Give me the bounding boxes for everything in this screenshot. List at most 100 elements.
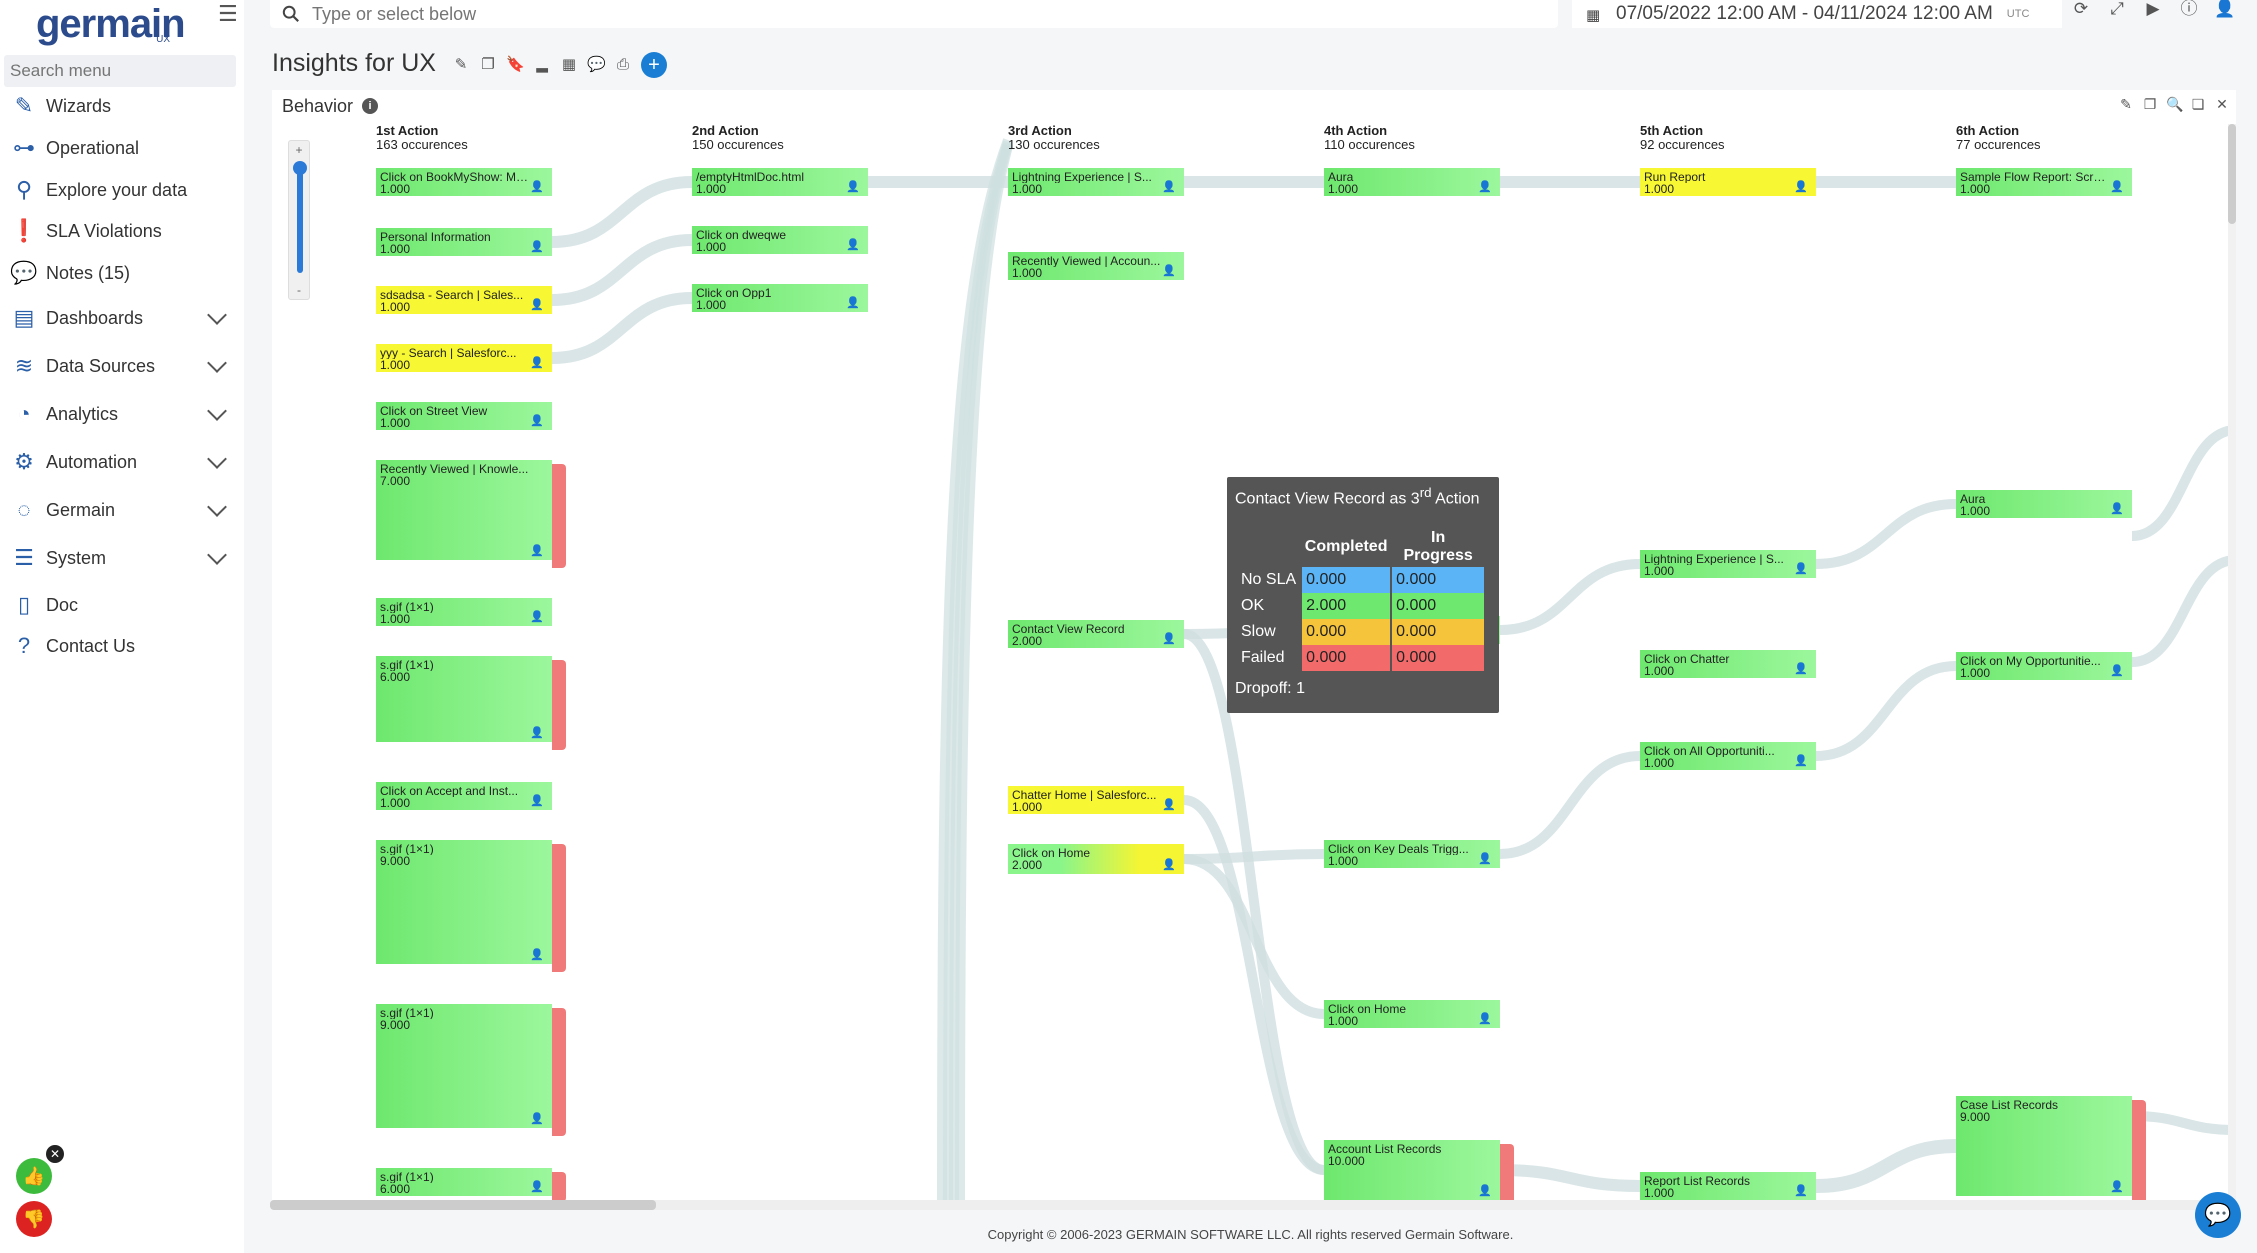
- close-icon[interactable]: ✕: [2216, 96, 2228, 112]
- sidebar-item-8[interactable]: ⚙Automation: [0, 444, 244, 480]
- flow-link: [1182, 629, 1326, 1175]
- calendar-icon[interactable]: ▦: [561, 56, 577, 73]
- sidebar-item-3[interactable]: ❗SLA Violations: [0, 213, 244, 249]
- failed-bar: [552, 660, 566, 750]
- zoom-handle[interactable]: [293, 161, 307, 175]
- sidebar-item-6[interactable]: ≋Data Sources: [0, 348, 244, 384]
- flow-node[interactable]: Click on All Opportuniti...1.000👤: [1640, 742, 1816, 770]
- logo-sub: UX: [156, 34, 170, 45]
- node-value: 1.000: [380, 300, 411, 314]
- vertical-scroll-thumb[interactable]: [2228, 124, 2236, 224]
- flow-node[interactable]: s.gif (1×1)9.000👤: [376, 840, 552, 964]
- chevron-down-icon[interactable]: [207, 449, 227, 469]
- sidebar-item-0[interactable]: ✎Wizards: [0, 88, 244, 124]
- flow-node[interactable]: s.gif (1×1)9.000👤: [376, 1004, 552, 1128]
- horizontal-scroll-thumb[interactable]: [270, 1200, 656, 1210]
- sidebar-item-2[interactable]: ⚲Explore your data: [0, 172, 244, 208]
- sidebar-item-9[interactable]: ◌Germain: [0, 492, 244, 528]
- play-icon[interactable]: ▶: [2146, 0, 2160, 18]
- chevron-down-icon[interactable]: [207, 401, 227, 421]
- alert-icon: ❗: [10, 218, 38, 243]
- flow-node[interactable]: Click on BookMyShow: Mo...1.000👤: [376, 168, 552, 196]
- flow-node[interactable]: sdsadsa - Search | Sales...1.000👤: [376, 286, 552, 314]
- flow-node[interactable]: Recently Viewed | Accoun...1.000👤: [1008, 252, 1184, 280]
- edit-icon[interactable]: ✎: [2120, 96, 2132, 112]
- copy-icon[interactable]: ❐: [481, 56, 495, 73]
- flow-node[interactable]: yyy - Search | Salesforc...1.000👤: [376, 344, 552, 372]
- edit-icon[interactable]: ✎: [454, 56, 468, 73]
- flow-node[interactable]: Click on Key Deals Trigg...1.000👤: [1324, 840, 1500, 868]
- chevron-down-icon[interactable]: [207, 353, 227, 373]
- sidebar-item-label: Germain: [46, 499, 116, 520]
- user-icon: 👤: [530, 611, 544, 623]
- user-icon: 👤: [1162, 859, 1176, 871]
- sidebar-item-10[interactable]: ☰System: [0, 540, 244, 576]
- logo[interactable]: germain UX: [36, 0, 186, 52]
- zoom-icon[interactable]: 🔍: [2166, 96, 2184, 112]
- flow-node[interactable]: Chatter Home | Salesforc...1.000👤: [1008, 786, 1184, 814]
- copy-icon[interactable]: ❐: [2143, 96, 2157, 112]
- close-icon[interactable]: ✕: [46, 1145, 64, 1163]
- sidebar-item-12[interactable]: ?Contact Us: [0, 628, 244, 664]
- fullscreen-icon[interactable]: ⤢: [2110, 0, 2124, 18]
- sidebar-item-1[interactable]: ⊶Operational: [0, 130, 244, 166]
- refresh-icon[interactable]: ⟳: [2073, 0, 2089, 18]
- top-search-bar[interactable]: [270, 0, 1558, 28]
- flow-node[interactable]: Lightning Experience | S...1.000👤: [1008, 168, 1184, 196]
- window-icon[interactable]: ❏: [2191, 96, 2205, 112]
- zoom-in-icon[interactable]: +: [295, 143, 303, 157]
- top-search-input[interactable]: [312, 3, 1512, 25]
- info-icon[interactable]: ⓘ: [2180, 0, 2198, 18]
- signal-icon[interactable]: ▂: [536, 56, 548, 73]
- flow-node[interactable]: Click on My Opportunitie...1.000👤: [1956, 652, 2132, 680]
- info-icon[interactable]: i: [362, 98, 378, 114]
- comment-icon[interactable]: 💬: [587, 56, 606, 73]
- flow-node[interactable]: Lightning Experience | S...1.000👤: [1640, 550, 1816, 578]
- flow-node[interactable]: Sample Flow Report: Scre...1.000👤: [1956, 168, 2132, 196]
- date-range-picker[interactable]: ▦ 07/05/2022 12:00 AM - 04/11/2024 12:00…: [1572, 0, 2062, 28]
- zoom-out-icon[interactable]: -: [297, 283, 301, 297]
- flow-node[interactable]: s.gif (1×1)6.000👤: [376, 1168, 552, 1196]
- flow-node[interactable]: Click on Accept and Inst...1.000👤: [376, 782, 552, 810]
- horizontal-scrollbar[interactable]: [270, 1200, 2230, 1210]
- vertical-scrollbar[interactable]: [2228, 124, 2236, 1200]
- sidebar-item-4[interactable]: 💬Notes (15): [0, 255, 244, 291]
- flow-node[interactable]: s.gif (1×1)1.000👤: [376, 598, 552, 626]
- zoom-slider[interactable]: + -: [288, 140, 310, 300]
- bookmark-icon[interactable]: 🔖: [506, 56, 525, 73]
- chevron-down-icon[interactable]: [207, 497, 227, 517]
- sidebar-item-7[interactable]: ◔Analytics: [0, 396, 244, 432]
- thumbs-up-icon[interactable]: 👍: [16, 1158, 52, 1194]
- flow-node[interactable]: Recently Viewed | Knowle...7.000👤: [376, 460, 552, 560]
- chevron-down-icon[interactable]: [207, 545, 227, 565]
- node-value: 9.000: [1960, 1110, 1991, 1124]
- chevron-down-icon[interactable]: [207, 305, 227, 325]
- user-icon[interactable]: 👤: [2214, 0, 2236, 18]
- thumbs-down-icon[interactable]: 👎: [16, 1201, 52, 1237]
- sidebar-item-11[interactable]: ▯Doc: [0, 587, 244, 623]
- flow-node[interactable]: s.gif (1×1)6.000👤: [376, 656, 552, 742]
- add-button[interactable]: +: [641, 52, 667, 78]
- print-icon[interactable]: ⎙: [616, 56, 629, 73]
- search-menu-input[interactable]: [4, 55, 236, 87]
- hamburger-menu-icon[interactable]: ☰: [218, 1, 238, 26]
- sidebar-item-5[interactable]: ▤Dashboards: [0, 300, 244, 336]
- chat-icon[interactable]: 💬: [2195, 1192, 2241, 1238]
- user-icon: 👤: [1794, 1185, 1808, 1197]
- zoom-track[interactable]: [297, 163, 303, 273]
